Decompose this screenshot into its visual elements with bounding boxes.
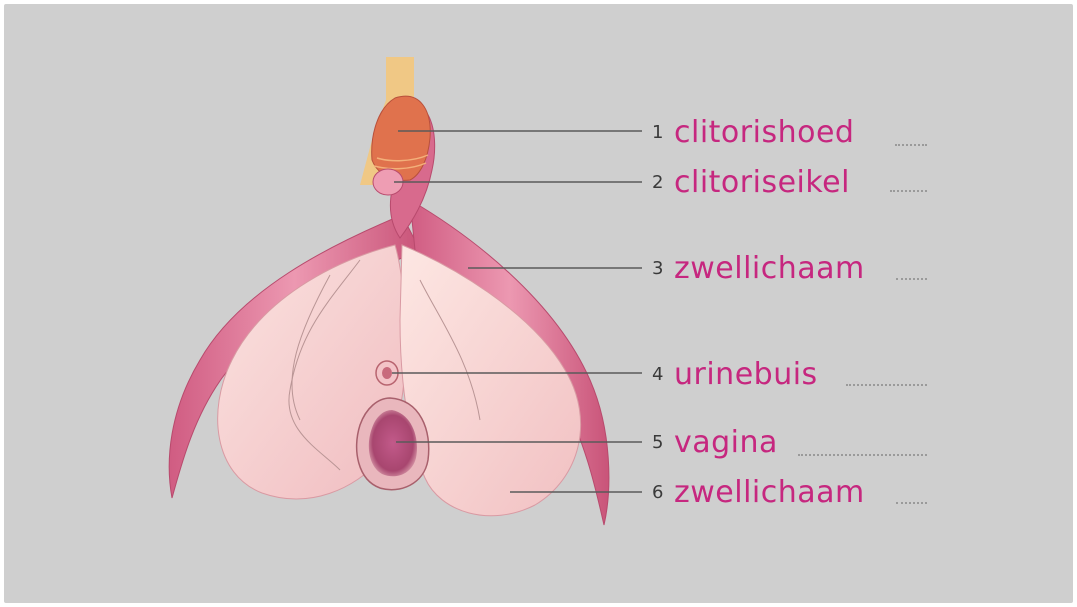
label-vagina: vagina: [674, 425, 778, 460]
label-number: 5: [652, 432, 674, 453]
label-number: 4: [652, 364, 674, 385]
label-4: 4 urinebuis: [652, 352, 818, 396]
dotted-line: [896, 278, 927, 280]
label-number: 2: [652, 172, 674, 193]
label-2: 2 clitoriseikel: [652, 160, 850, 204]
dotted-line: [890, 190, 927, 192]
label-number: 1: [652, 122, 674, 143]
label-number: 3: [652, 258, 674, 279]
label-3: 3 zwellichaam: [652, 246, 865, 290]
label-clitoriseikel: clitoriseikel: [674, 165, 850, 200]
label-urinebuis: urinebuis: [674, 357, 818, 392]
label-1: 1 clitorishoed: [652, 110, 854, 154]
dotted-line: [895, 144, 927, 146]
label-clitorishoed: clitorishoed: [674, 115, 854, 150]
label-zwellichaam-top: zwellichaam: [674, 251, 865, 286]
label-zwellichaam-bottom: zwellichaam: [674, 475, 865, 510]
label-number: 6: [652, 482, 674, 503]
label-5: 5 vagina: [652, 420, 778, 464]
dotted-line: [896, 502, 927, 504]
dotted-line: [846, 384, 927, 386]
dotted-line: [798, 454, 927, 456]
label-6: 6 zwellichaam: [652, 470, 865, 514]
